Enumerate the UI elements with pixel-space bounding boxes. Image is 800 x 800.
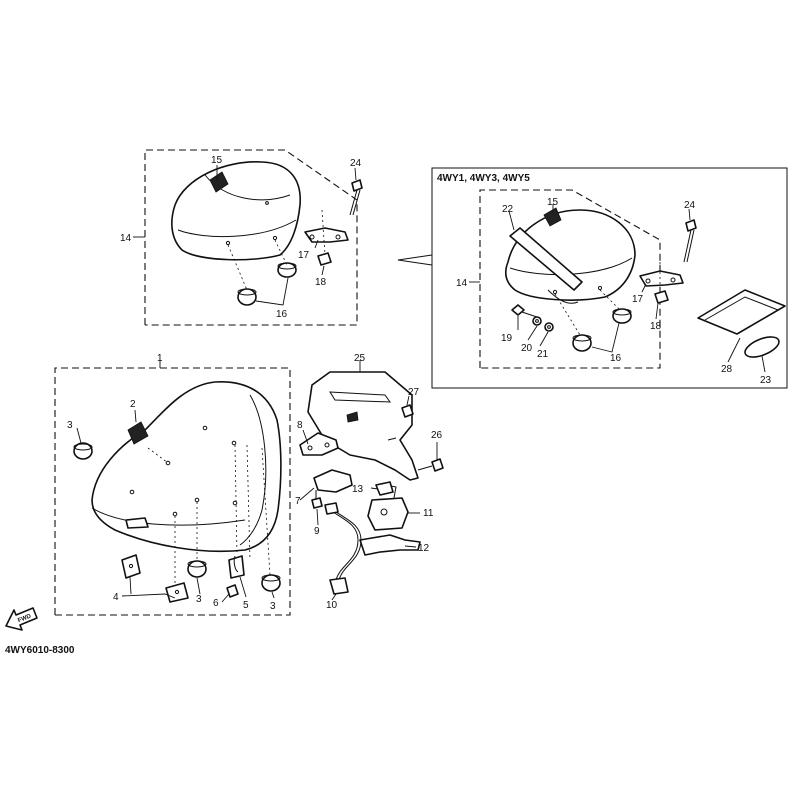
callout-25: 25 [354, 353, 366, 364]
fwd-label: FWD [17, 613, 33, 624]
callout-24-inset: 24 [684, 200, 696, 211]
inset-washer[interactable] [532, 316, 542, 326]
callout-15-inset: 15 [547, 197, 559, 208]
main-seat-damper-mid[interactable] [187, 560, 207, 578]
seal-sticker[interactable] [742, 333, 781, 361]
callout-8: 8 [297, 420, 303, 431]
callout-18-upper: 18 [315, 277, 327, 288]
callout-17-upper: 17 [298, 250, 310, 261]
callout-5: 5 [243, 600, 249, 611]
callout-16-inset: 16 [610, 353, 622, 364]
inset-screw[interactable] [511, 304, 541, 319]
inset-seat-tag [543, 207, 562, 227]
main-seat-damper-rear[interactable] [261, 574, 281, 592]
callout-23: 23 [760, 375, 772, 386]
callout-24-upper: 24 [350, 158, 362, 169]
upper-seat-bracket[interactable] [304, 227, 349, 243]
callout-21: 21 [537, 349, 549, 360]
inset-pointer [397, 254, 433, 266]
callout-17-inset: 17 [632, 294, 644, 305]
fender-bolt[interactable] [401, 404, 414, 418]
callout-9: 9 [314, 526, 320, 537]
main-seat-damper-front[interactable] [73, 442, 93, 460]
diagram-code: 4WY6010-8300 [5, 645, 75, 656]
main-seat-hook[interactable] [228, 555, 245, 579]
lock-stay[interactable] [359, 534, 421, 556]
callout-4: 4 [113, 592, 119, 603]
inset-inner-group-box [479, 189, 661, 369]
callout-7: 7 [295, 496, 301, 507]
main-seat-nut[interactable] [226, 584, 239, 598]
upper-seat-bolt[interactable] [349, 179, 363, 216]
upper-seat-group-box [144, 149, 358, 326]
upper-seat[interactable] [171, 161, 301, 261]
upper-seat-tag [209, 171, 229, 193]
latch-bracket[interactable] [313, 469, 353, 493]
inset-header: 4WY1, 4WY3, 4WY5 [437, 173, 530, 184]
fwd-arrow-icon: FWD [5, 607, 38, 631]
upper-seat-nut[interactable] [317, 252, 332, 266]
inset-bracket[interactable] [639, 270, 684, 287]
inset-grab-bar[interactable] [509, 227, 583, 304]
inset-box [431, 167, 788, 389]
main-seat-clip-2[interactable] [165, 582, 189, 603]
callout-3-rear: 3 [270, 601, 276, 612]
main-seat[interactable] [91, 381, 282, 553]
upper-seat-damper-1[interactable] [277, 262, 297, 278]
callout-11: 11 [423, 508, 434, 519]
callout-15-upper: 15 [211, 155, 223, 166]
lock-actuator[interactable] [375, 481, 394, 496]
fender-bolt-rear[interactable] [417, 458, 444, 472]
callout-3-mid: 3 [196, 594, 202, 605]
inset-damper-1[interactable] [612, 308, 632, 324]
callout-26: 26 [431, 430, 443, 441]
callout-10: 10 [326, 600, 338, 611]
callout-27: 27 [408, 387, 420, 398]
callout-28: 28 [721, 364, 733, 375]
inset-nut[interactable] [654, 290, 669, 304]
latch-plate[interactable] [299, 432, 339, 456]
callout-13: 13 [352, 484, 364, 495]
callout-18-inset: 18 [650, 321, 662, 332]
lock-cable[interactable] [324, 502, 362, 595]
callout-3-front: 3 [67, 420, 73, 431]
callout-19: 19 [501, 333, 513, 344]
callout-14-upper: 14 [120, 233, 132, 244]
main-seat-clip-1[interactable] [121, 554, 141, 579]
rear-fender-cover[interactable] [307, 371, 419, 481]
callout-12: 12 [418, 543, 430, 554]
callout-1: 1 [157, 353, 163, 364]
inset-collar[interactable] [544, 322, 554, 332]
callout-22: 22 [502, 204, 514, 215]
owners-manual[interactable] [697, 289, 786, 335]
callout-14-inset: 14 [456, 278, 468, 289]
latch-bolt[interactable] [311, 490, 323, 509]
upper-seat-damper-2[interactable] [237, 288, 257, 306]
callout-16-upper: 16 [276, 309, 288, 320]
inset-bolt[interactable] [683, 219, 697, 263]
callout-6: 6 [213, 598, 219, 609]
main-seat-tag [127, 421, 149, 445]
callout-2: 2 [130, 399, 136, 410]
callout-20: 20 [521, 343, 533, 354]
main-seat-group-box [54, 367, 291, 616]
inset-damper-2[interactable] [572, 334, 592, 352]
